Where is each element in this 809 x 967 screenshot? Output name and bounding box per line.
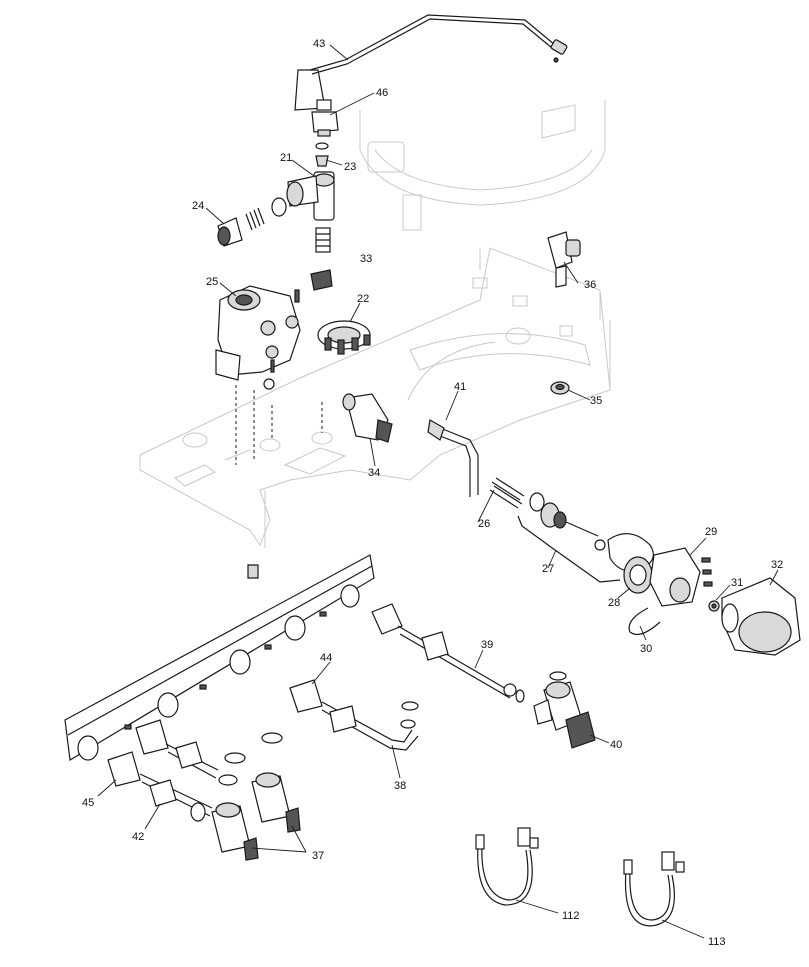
callout-32: 32 (771, 559, 783, 571)
callout-46: 46 (376, 87, 388, 99)
callout-45: 45 (82, 797, 94, 809)
callout-28: 28 (608, 597, 620, 609)
callout-43: 43 (313, 38, 325, 50)
part-24-filter (217, 197, 287, 247)
part-38-pipe (224, 701, 419, 764)
callout-39: 39 (481, 639, 493, 651)
part-42-pipe (139, 741, 238, 822)
callout-21: 21 (280, 152, 292, 164)
callout-35: 35 (590, 395, 602, 407)
assembly-guide-lines (235, 385, 323, 465)
manifold-rail (64, 554, 375, 761)
callout-22: 22 (357, 293, 369, 305)
callout-113: 113 (708, 936, 726, 948)
callout-27: 27 (542, 563, 554, 575)
leader-lines (97, 44, 779, 939)
callout-24: 24 (192, 200, 204, 212)
callout-41: 41 (454, 381, 466, 393)
part-27-seal-ring (517, 515, 654, 583)
callout-30: 30 (640, 643, 652, 655)
part-31-screw (708, 600, 720, 612)
callout-29: 29 (705, 526, 717, 538)
part-29-pump-cover (649, 547, 713, 607)
part-44-connector (289, 679, 323, 713)
callout-38: 38 (394, 780, 406, 792)
part-25-hydraulic-block (215, 285, 301, 390)
part-40-valve (533, 671, 596, 749)
part-33-connector (310, 269, 333, 291)
part-30-clip (628, 607, 661, 635)
part-43-sensing-tube (294, 14, 568, 111)
callout-36: 36 (584, 279, 596, 291)
part-32-pump-motor (721, 577, 801, 656)
callout-44: 44 (320, 652, 332, 664)
callout-37: 37 (312, 850, 324, 862)
part-35-grommet (550, 381, 570, 395)
part-36-elbow (547, 231, 581, 288)
part-46-nut (311, 99, 339, 137)
part-37-valves (211, 772, 301, 861)
callout-33: 33 (360, 253, 372, 265)
part-23-seal (315, 142, 329, 167)
part-28-pump-housing (623, 556, 653, 594)
part-45-connector (107, 719, 169, 787)
part-21-tee-fitting (286, 171, 335, 253)
part-113-cable-harness (623, 851, 685, 927)
part-34-valve (342, 393, 393, 443)
callout-42: 42 (132, 831, 144, 843)
callout-40: 40 (610, 739, 622, 751)
part-39-pipe (371, 603, 525, 703)
callout-labels: 43 46 21 23 24 33 36 25 22 41 35 34 26 2… (82, 38, 783, 948)
part-22-pressure-switch (317, 320, 371, 355)
callout-34: 34 (368, 467, 380, 479)
part-41-pipe (427, 419, 479, 497)
background-boiler-frame (139, 100, 611, 548)
part-26-impeller-spring (489, 477, 606, 551)
callout-23: 23 (344, 161, 356, 173)
part-112-cable-harness (475, 827, 539, 906)
callout-25: 25 (206, 276, 218, 288)
callout-26: 26 (478, 518, 490, 530)
callout-31: 31 (731, 577, 743, 589)
callout-112: 112 (562, 910, 580, 922)
